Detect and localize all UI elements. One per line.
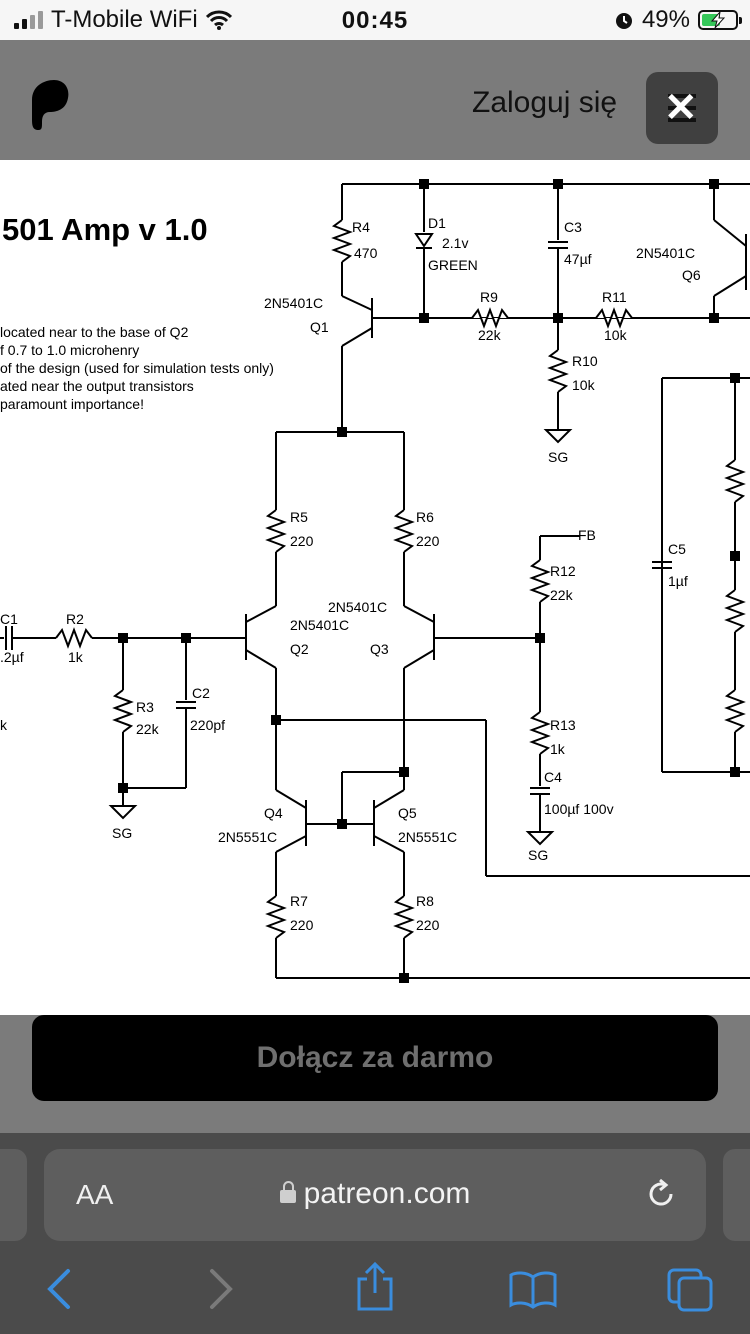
reload-icon[interactable] (644, 1177, 678, 1211)
label-fb: FB (578, 527, 596, 543)
label-r12: R12 (550, 563, 576, 579)
label-r2-value: 1k (68, 649, 84, 665)
label-q5: Q5 (398, 805, 417, 821)
label-r11: R11 (602, 289, 627, 305)
label-r3-value: 22k (136, 721, 160, 737)
label-c2: C2 (192, 685, 210, 701)
label-d1-color: GREEN (428, 257, 478, 273)
share-icon[interactable] (354, 1261, 396, 1313)
battery-percent: 49% (641, 6, 690, 33)
carrier-name: T-Mobile WiFi (51, 6, 198, 33)
label-q3-type: 2N5401C (328, 599, 387, 615)
label-c3-value: 47µf (564, 251, 592, 267)
previous-tab-edge[interactable] (0, 1149, 27, 1241)
label-r5: R5 (290, 509, 308, 525)
label-r5-value: 220 (290, 533, 314, 549)
back-icon[interactable] (44, 1267, 74, 1311)
bookmarks-icon[interactable] (508, 1269, 558, 1309)
label-r11-value: 10k (604, 327, 628, 343)
label-sg: SG (548, 449, 568, 465)
forward-icon[interactable] (206, 1267, 236, 1311)
site-header: Zaloguj się ✕ (0, 40, 750, 160)
label-r4: R4 (352, 219, 370, 235)
join-bar: Dołącz za darmo (0, 1015, 750, 1133)
label-q2-type: 2N5401C (290, 617, 349, 633)
cellular-signal-icon (14, 11, 43, 29)
label-c5: C5 (668, 541, 686, 557)
reader-options-button[interactable]: AA (76, 1179, 114, 1210)
label-q1-type: 2N5401C (264, 295, 323, 311)
close-icon: ✕ (664, 86, 698, 130)
alarm-icon (615, 13, 632, 29)
battery-icon (698, 10, 742, 30)
schematic-image: 501 Amp v 1.0 located near to the base o… (0, 160, 750, 1015)
label-sg: SG (112, 825, 132, 841)
label-d1-value: 2.1v (442, 235, 468, 251)
label-c5-value: 1µf (668, 573, 688, 589)
note-line: located near to the base of Q2 (0, 324, 189, 340)
url-text: patreon.com (303, 1177, 471, 1210)
login-link[interactable]: Zaloguj się (472, 86, 618, 119)
label-r3: R3 (136, 699, 154, 715)
label-q6-type: 2N5401C (636, 245, 695, 261)
label-r2: R2 (66, 611, 84, 627)
label-r8-value: 220 (416, 917, 440, 933)
menu-icon (668, 94, 696, 130)
lock-icon (279, 1181, 296, 1203)
label-fragment: k (0, 717, 8, 733)
label-q4-type: 2N5551C (218, 829, 277, 845)
browser-toolbar: AA patreon.com (0, 1133, 750, 1334)
clock: 00:45 (341, 7, 409, 34)
carrier-group: T-Mobile WiFi (14, 6, 232, 34)
label-r12-value: 22k (550, 587, 574, 603)
label-r10-value: 10k (572, 377, 596, 393)
label-r6: R6 (416, 509, 434, 525)
note-line: paramount importance! (0, 396, 144, 412)
label-sg: SG (528, 847, 548, 863)
label-d1: D1 (428, 215, 446, 231)
label-c4: C4 (544, 769, 562, 785)
wifi-icon (205, 10, 232, 30)
label-r6-value: 220 (416, 533, 440, 549)
note-line: f 0.7 to 1.0 microhenry (0, 342, 139, 358)
patreon-logo-icon[interactable] (30, 78, 70, 135)
label-c1: C1 (0, 611, 18, 627)
label-r13: R13 (550, 717, 576, 733)
join-free-button[interactable]: Dołącz za darmo (32, 1015, 718, 1101)
label-r7: R7 (290, 893, 308, 909)
status-right: 49% (614, 6, 742, 34)
address-bar[interactable]: AA patreon.com (44, 1149, 706, 1241)
charging-bolt-icon (710, 12, 726, 28)
label-r9-value: 22k (478, 327, 502, 343)
label-q3: Q3 (370, 641, 389, 657)
label-q1: Q1 (310, 319, 329, 335)
label-c4-value: 100µf 100v (544, 801, 614, 817)
label-r8: R8 (416, 893, 434, 909)
url-display[interactable]: patreon.com (44, 1177, 706, 1211)
status-bar: T-Mobile WiFi 00:45 49% (0, 0, 750, 40)
label-q5-type: 2N5551C (398, 829, 457, 845)
label-c3: C3 (564, 219, 582, 235)
label-c1-value: .2µf (0, 649, 24, 665)
label-r13-value: 1k (550, 741, 566, 757)
menu-button[interactable]: ✕ (646, 72, 718, 144)
label-c2-value: 220pf (190, 717, 225, 733)
label-q4: Q4 (264, 805, 283, 821)
label-r4-value: 470 (354, 245, 378, 261)
schematic-title: 501 Amp v 1.0 (2, 212, 208, 247)
tabs-icon[interactable] (666, 1267, 714, 1313)
label-r7-value: 220 (290, 917, 314, 933)
next-tab-edge[interactable] (723, 1149, 750, 1241)
label-r9: R9 (480, 289, 498, 305)
label-r10: R10 (572, 353, 598, 369)
label-q2: Q2 (290, 641, 309, 657)
note-line: ated near the output transistors (0, 378, 194, 394)
note-line: of the design (used for simulation tests… (0, 360, 274, 376)
label-q6: Q6 (682, 267, 701, 283)
